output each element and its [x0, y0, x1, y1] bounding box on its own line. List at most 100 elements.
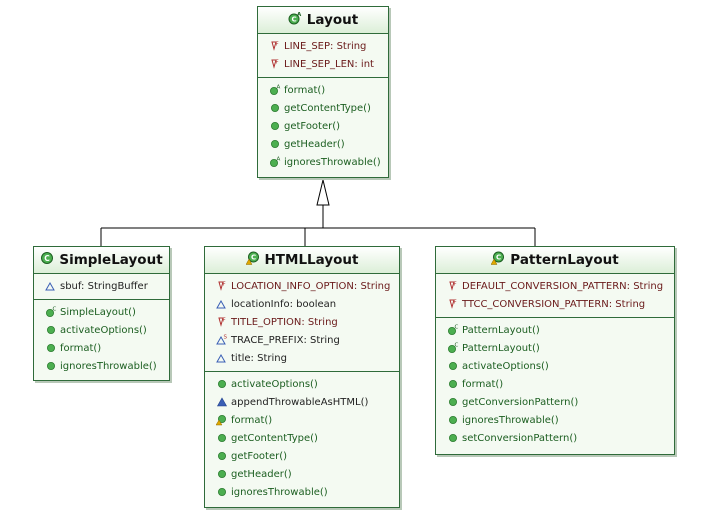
method-row[interactable]: ignoresThrowable(): [34, 357, 169, 375]
constructor-icon: C: [444, 342, 462, 354]
svg-text:F: F: [454, 282, 457, 288]
method-row[interactable]: getFooter(): [205, 447, 399, 465]
static-final-field-icon: F: [444, 280, 462, 292]
method-label: activateOptions(): [462, 360, 549, 372]
svg-text:F: F: [276, 60, 279, 66]
override-method-icon: [213, 414, 231, 426]
method-row[interactable]: format(): [34, 339, 169, 357]
svg-text:C: C: [53, 307, 57, 313]
method-row[interactable]: ignoresThrowable(): [205, 483, 399, 501]
method-row[interactable]: activateOptions(): [436, 357, 674, 375]
field-label: TTCC_CONVERSION_PATTERN: String: [462, 298, 646, 310]
field-label: TITLE_OPTION: String: [231, 316, 338, 328]
public-method-icon: [266, 103, 284, 113]
fields-section: sbuf: StringBuffer: [34, 274, 169, 299]
method-label: ignoresThrowable(): [462, 414, 559, 426]
method-label: format(): [231, 414, 273, 426]
svg-text:A: A: [277, 157, 281, 163]
method-label: getContentType(): [231, 432, 318, 444]
method-row[interactable]: getHeader(): [258, 135, 388, 153]
method-row[interactable]: activateOptions(): [34, 321, 169, 339]
static-final-field-icon: F: [444, 298, 462, 310]
field-label: locationInfo: boolean: [231, 298, 337, 310]
svg-text:F: F: [454, 300, 457, 306]
field-row[interactable]: F TTCC_CONVERSION_PATTERN: String: [436, 295, 674, 313]
method-row[interactable]: getContentType(): [258, 99, 388, 117]
public-method-icon: [42, 325, 60, 335]
constructor-icon: C: [444, 324, 462, 336]
method-row[interactable]: ignoresThrowable(): [436, 411, 674, 429]
svg-text:C: C: [251, 254, 256, 262]
public-method-icon: [444, 433, 462, 443]
svg-text:F: F: [223, 282, 226, 288]
svg-text:C: C: [496, 254, 501, 262]
static-field-icon: S: [213, 334, 231, 346]
class-name: HTMLLayout: [264, 252, 359, 268]
class-name: Layout: [306, 12, 359, 28]
method-row[interactable]: activateOptions(): [205, 375, 399, 393]
public-method-icon: [444, 415, 462, 425]
method-label: getFooter(): [231, 450, 288, 462]
method-label: getHeader(): [284, 138, 345, 150]
generalization-arrowhead: [316, 179, 330, 206]
field-row[interactable]: sbuf: StringBuffer: [34, 277, 169, 295]
method-label: getHeader(): [231, 468, 292, 480]
method-row[interactable]: getContentType(): [205, 429, 399, 447]
field-label: title: String: [231, 352, 287, 364]
method-row[interactable]: getHeader(): [205, 465, 399, 483]
method-label: activateOptions(): [231, 378, 318, 390]
class-header: C PatternLayout: [436, 247, 674, 274]
constructor-icon: C: [42, 306, 60, 318]
field-label: LINE_SEP_LEN: int: [284, 58, 374, 70]
public-method-icon: [42, 343, 60, 353]
field-row[interactable]: title: String: [205, 349, 399, 367]
svg-text:F: F: [223, 318, 226, 324]
svg-text:C: C: [455, 325, 459, 331]
public-method-icon: [213, 433, 231, 443]
public-method-icon: [444, 361, 462, 371]
class-name: PatternLayout: [510, 252, 619, 268]
method-label: format(): [284, 84, 326, 96]
static-final-field-icon: F: [213, 316, 231, 328]
static-final-field-icon: F: [266, 40, 284, 52]
class-name: SimpleLayout: [59, 252, 163, 268]
method-label: format(): [60, 342, 102, 354]
public-method-icon: [444, 397, 462, 407]
svg-text:C: C: [45, 254, 51, 263]
method-row[interactable]: getFooter(): [258, 117, 388, 135]
field-row[interactable]: locationInfo: boolean: [205, 295, 399, 313]
svg-text:A: A: [277, 85, 281, 91]
method-row[interactable]: format(): [205, 411, 399, 429]
public-method-icon: [266, 121, 284, 131]
method-row[interactable]: appendThrowableAsHTML(): [205, 393, 399, 411]
field-row[interactable]: F TITLE_OPTION: String: [205, 313, 399, 331]
static-final-field-icon: F: [213, 280, 231, 292]
method-label: activateOptions(): [60, 324, 147, 336]
method-row[interactable]: format(): [436, 375, 674, 393]
field-row[interactable]: F LINE_SEP_LEN: int: [258, 55, 388, 73]
svg-text:C: C: [455, 343, 459, 349]
public-method-icon: [213, 469, 231, 479]
method-label: getContentType(): [284, 102, 371, 114]
method-row[interactable]: getConversionPattern(): [436, 393, 674, 411]
method-row[interactable]: setConversionPattern(): [436, 429, 674, 447]
